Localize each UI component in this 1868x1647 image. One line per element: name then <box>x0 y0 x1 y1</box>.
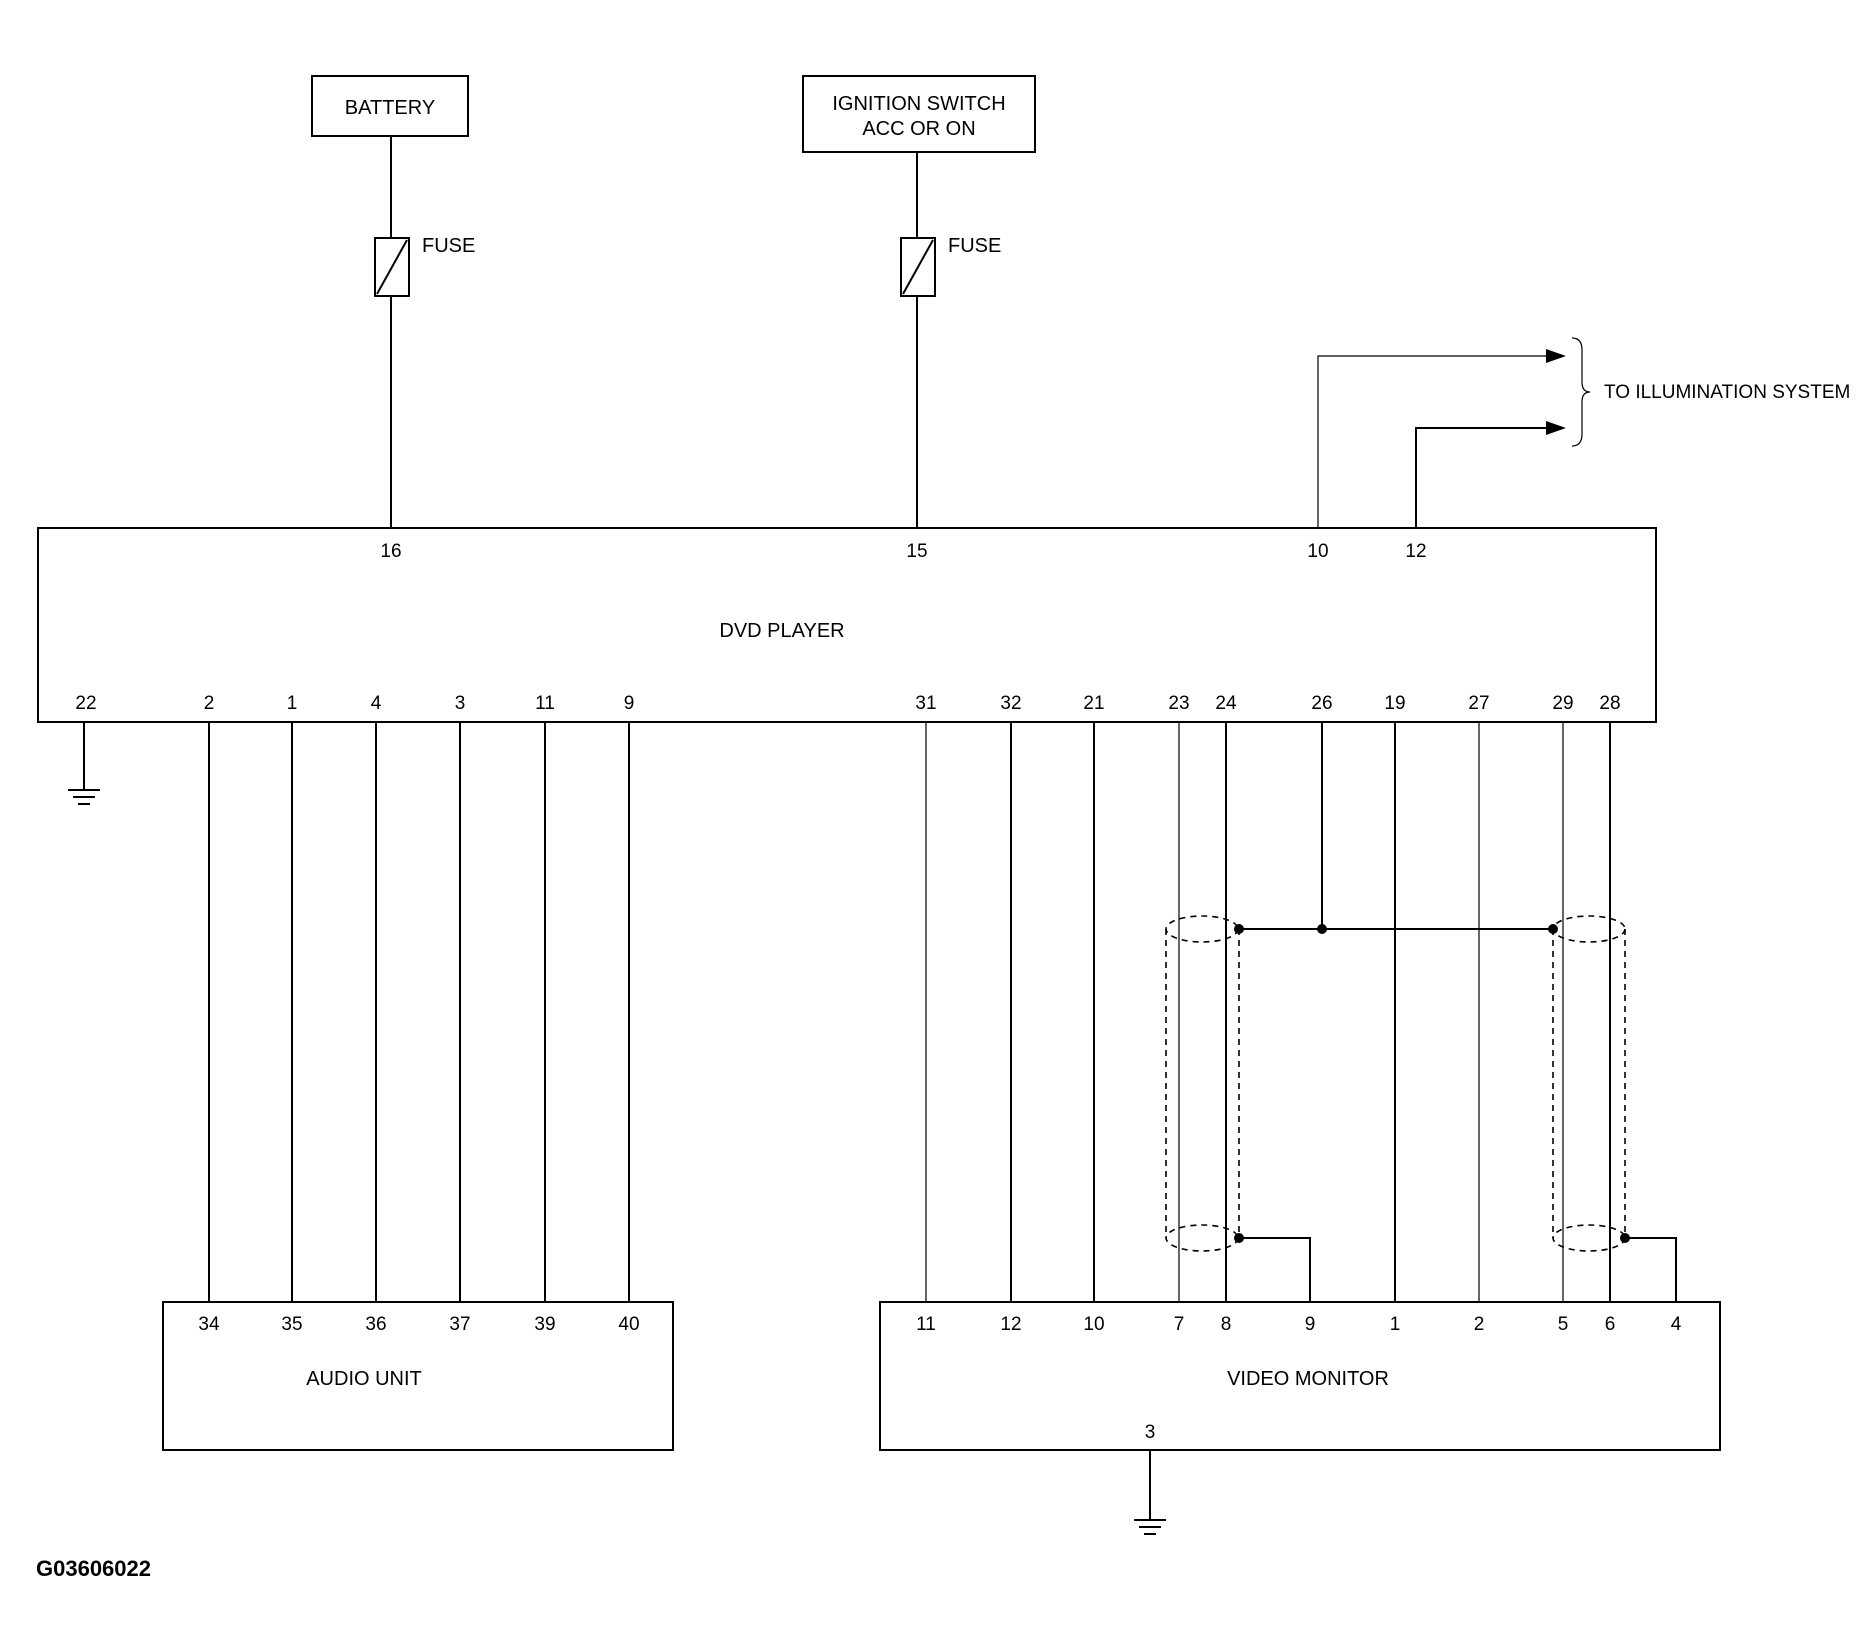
dvd-pin: 32 <box>1000 693 1021 714</box>
audio-pin: 39 <box>534 1314 555 1335</box>
dvd-pin: 1 <box>287 693 298 714</box>
junction-dot <box>1234 1233 1244 1243</box>
illumination-outputs: TO ILLUMINATION SYSTEM <box>1317 337 1850 528</box>
video-pin: 8 <box>1221 1314 1232 1335</box>
dvd-pin: 22 <box>75 693 96 714</box>
ignition-switch-sublabel: ACC OR ON <box>862 118 975 140</box>
arrow-icon <box>1546 349 1566 363</box>
shield-bottom-right <box>1552 1224 1626 1252</box>
battery-label: BATTERY <box>345 97 435 119</box>
brace-icon <box>1571 337 1591 447</box>
dvd-pin: 21 <box>1083 693 1104 714</box>
video-pin: 10 <box>1083 1314 1104 1335</box>
audio-pin: 35 <box>281 1314 302 1335</box>
dvd-pin: 3 <box>455 693 466 714</box>
dvd-player-box <box>37 527 1657 723</box>
battery-feed: FUSE <box>374 136 475 528</box>
video-pin: 7 <box>1174 1314 1185 1335</box>
fuse-2-label: FUSE <box>948 235 1001 257</box>
battery-block: BATTERY <box>311 75 469 137</box>
audio-pin: 34 <box>198 1314 220 1335</box>
dvd-pin: 9 <box>624 693 635 714</box>
ignition-feed: FUSE <box>900 152 1001 528</box>
dvd-pin: 23 <box>1168 693 1189 714</box>
dvd-pin: 15 <box>906 541 927 562</box>
figure-code: G03606022 <box>36 1556 151 1581</box>
junction-dot <box>1317 924 1327 934</box>
video-ground <box>1134 1450 1166 1535</box>
video-pin: 12 <box>1000 1314 1021 1335</box>
video-pin: 2 <box>1474 1314 1485 1335</box>
dvd-ground <box>68 722 100 805</box>
dvd-pin: 19 <box>1384 693 1405 714</box>
video-pin: 11 <box>916 1314 936 1335</box>
dvd-pin: 11 <box>535 693 555 714</box>
video-pin: 5 <box>1558 1314 1569 1335</box>
shield-bottom-left <box>1165 1224 1239 1252</box>
video-monitor-box <box>879 1301 1721 1451</box>
ignition-switch-block: IGNITION SWITCH ACC OR ON <box>802 75 1036 153</box>
dvd-pin: 28 <box>1599 693 1620 714</box>
shield-top-left <box>1165 915 1239 943</box>
dvd-pin: 4 <box>371 693 382 714</box>
audio-pin: 40 <box>618 1314 639 1335</box>
dvd-pin: 10 <box>1307 541 1328 562</box>
dvd-pin: 24 <box>1215 693 1237 714</box>
illumination-label: TO ILLUMINATION SYSTEM <box>1604 382 1850 403</box>
video-monitor-label: VIDEO MONITOR <box>1227 1368 1389 1390</box>
ignition-switch-box <box>802 75 1036 153</box>
video-pin: 3 <box>1145 1422 1156 1443</box>
fuse-1-label: FUSE <box>422 235 475 257</box>
dvd-pin: 2 <box>204 693 215 714</box>
video-pin: 9 <box>1305 1314 1316 1335</box>
dvd-pin: 27 <box>1468 693 1489 714</box>
dvd-pin: 26 <box>1311 693 1332 714</box>
audio-pin: 37 <box>449 1314 470 1335</box>
audio-wires <box>208 722 630 1302</box>
shield-top-right <box>1552 915 1626 943</box>
arrow-icon <box>1546 421 1566 435</box>
ignition-switch-label: IGNITION SWITCH <box>832 93 1005 115</box>
dvd-player-label: DVD PLAYER <box>719 620 844 642</box>
audio-unit-label: AUDIO UNIT <box>306 1368 422 1390</box>
junction-dot <box>1620 1233 1630 1243</box>
dvd-pin: 16 <box>380 541 401 562</box>
audio-unit-box <box>162 1301 674 1451</box>
dvd-pin: 29 <box>1552 693 1573 714</box>
audio-unit: AUDIO UNIT 34 35 36 37 39 40 <box>162 1301 674 1451</box>
dvd-player: DVD PLAYER 16 15 10 12 22 2 1 4 3 11 9 3… <box>37 527 1657 723</box>
video-monitor: VIDEO MONITOR 11 12 10 7 8 9 1 2 5 6 4 3 <box>879 1301 1721 1451</box>
video-pin: 6 <box>1605 1314 1616 1335</box>
video-wires <box>925 722 1677 1302</box>
dvd-pin: 12 <box>1405 541 1426 562</box>
audio-pin: 36 <box>365 1314 386 1335</box>
video-pin: 4 <box>1671 1314 1682 1335</box>
video-pin: 1 <box>1390 1314 1401 1335</box>
dvd-pin: 31 <box>915 693 936 714</box>
